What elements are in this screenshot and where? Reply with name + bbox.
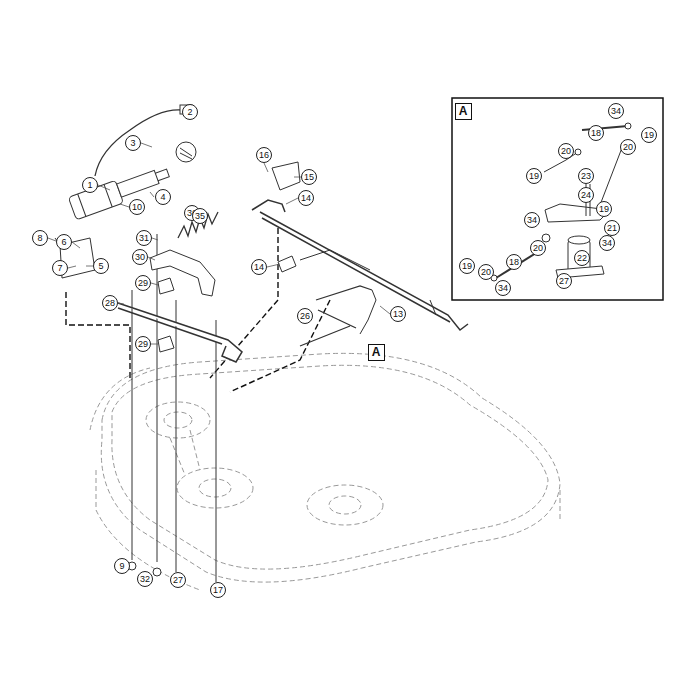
callout-number: 34 xyxy=(524,212,540,228)
callout-number: 4 xyxy=(155,189,171,205)
callout-number: 18 xyxy=(588,125,604,141)
callout-number: 19 xyxy=(596,201,612,217)
callout-number: 22 xyxy=(574,250,590,266)
callout-number: 34 xyxy=(608,103,624,119)
mower-deck xyxy=(90,353,560,590)
callout-number: 5 xyxy=(93,258,109,274)
callout-number: 20 xyxy=(558,143,574,159)
callout-number: 34 xyxy=(599,235,615,251)
callout-number: 6 xyxy=(56,234,72,250)
callout-number: 14 xyxy=(298,190,314,206)
callout-number: 3 xyxy=(125,135,141,151)
callout-number: 27 xyxy=(556,273,572,289)
callout-number: 30 xyxy=(132,249,148,265)
callout-number: 24 xyxy=(578,187,594,203)
callout-number: 26 xyxy=(297,308,313,324)
callout-number: 1 xyxy=(82,177,98,193)
callout-number: 19 xyxy=(459,258,475,274)
callout-number: 20 xyxy=(478,264,494,280)
callout-number: 32 xyxy=(137,571,153,587)
callout-number: 29 xyxy=(135,336,151,352)
callout-number: 27 xyxy=(170,572,186,588)
callout-number: 15 xyxy=(301,169,317,185)
callout-number: 18 xyxy=(506,254,522,270)
callout-number: 29 xyxy=(135,275,151,291)
callout-number: 21 xyxy=(604,220,620,236)
callout-number: 19 xyxy=(641,127,657,143)
section-marker: A xyxy=(368,344,385,361)
callout-number: 8 xyxy=(32,230,48,246)
callout-number: 7 xyxy=(52,260,68,276)
callout-number: 20 xyxy=(530,240,546,256)
callout-number: 17 xyxy=(210,582,226,598)
callout-number: 2 xyxy=(182,104,198,120)
callout-number: 28 xyxy=(102,295,118,311)
callout-number: 20 xyxy=(620,139,636,155)
callout-number: 23 xyxy=(578,168,594,184)
callout-number: 19 xyxy=(526,168,542,184)
callout-number: 35 xyxy=(192,208,208,224)
callout-number: 34 xyxy=(495,280,511,296)
callout-number: 10 xyxy=(129,199,145,215)
section-marker: A xyxy=(455,103,472,120)
callout-number: 31 xyxy=(136,230,152,246)
callout-number: 13 xyxy=(390,306,406,322)
callout-number: 16 xyxy=(256,147,272,163)
callout-number: 14 xyxy=(251,259,267,275)
callout-number: 9 xyxy=(114,558,130,574)
linkage-detail xyxy=(491,123,631,281)
